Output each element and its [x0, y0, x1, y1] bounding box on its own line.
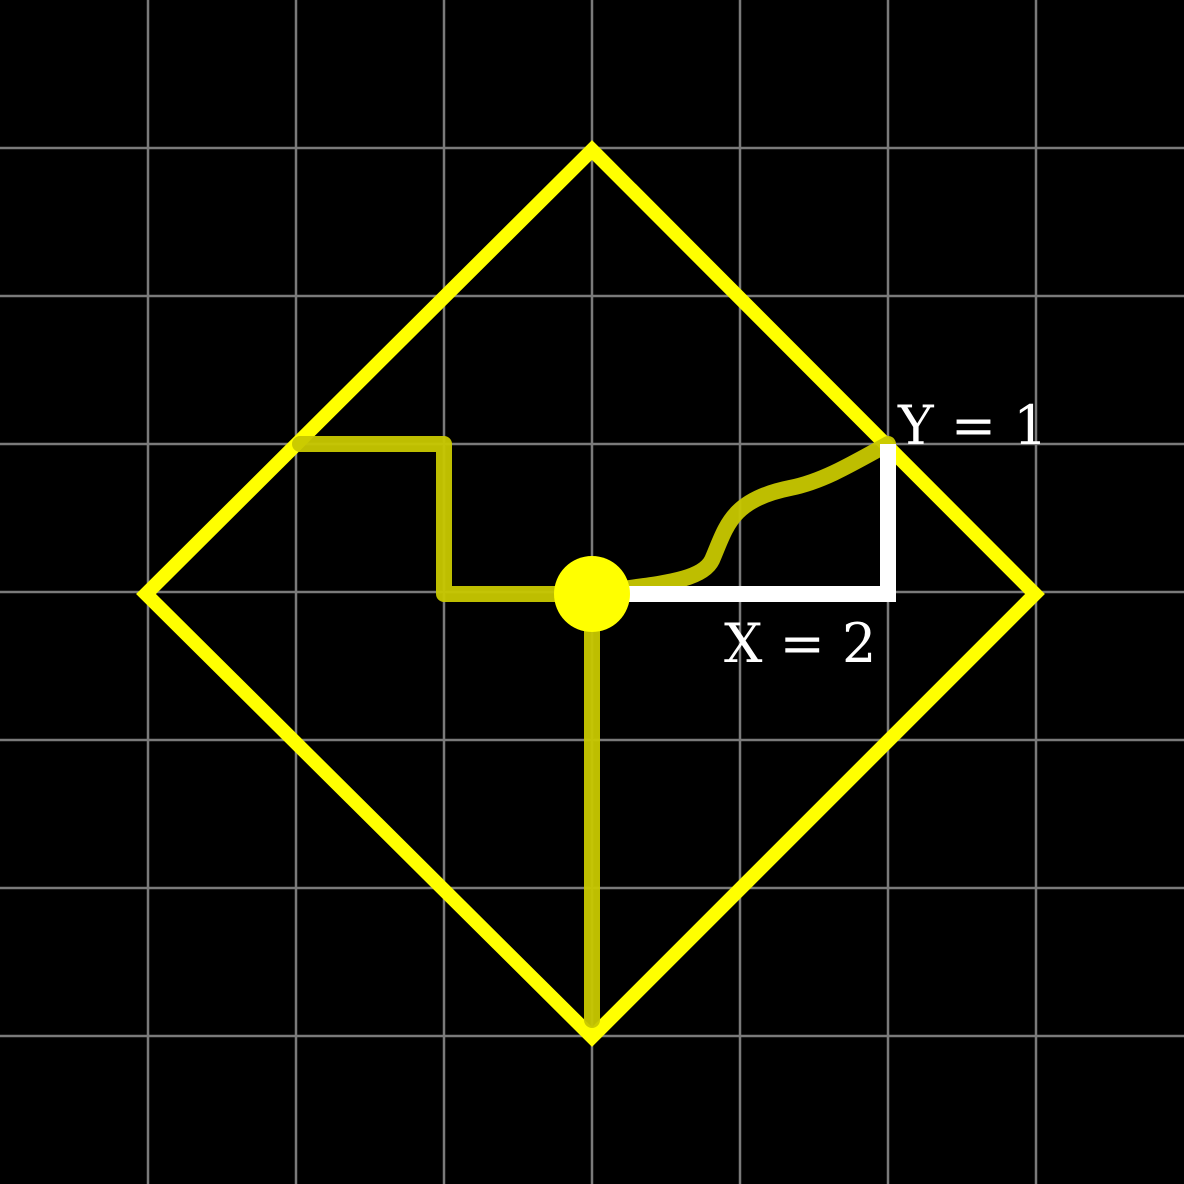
- y-label: Y = 1: [897, 394, 1048, 457]
- center-point: [554, 556, 630, 632]
- xy-leg-measure: [620, 444, 896, 602]
- curved-path: [584, 436, 896, 602]
- staircase-path: [292, 436, 600, 602]
- x-label: X = 2: [724, 612, 876, 675]
